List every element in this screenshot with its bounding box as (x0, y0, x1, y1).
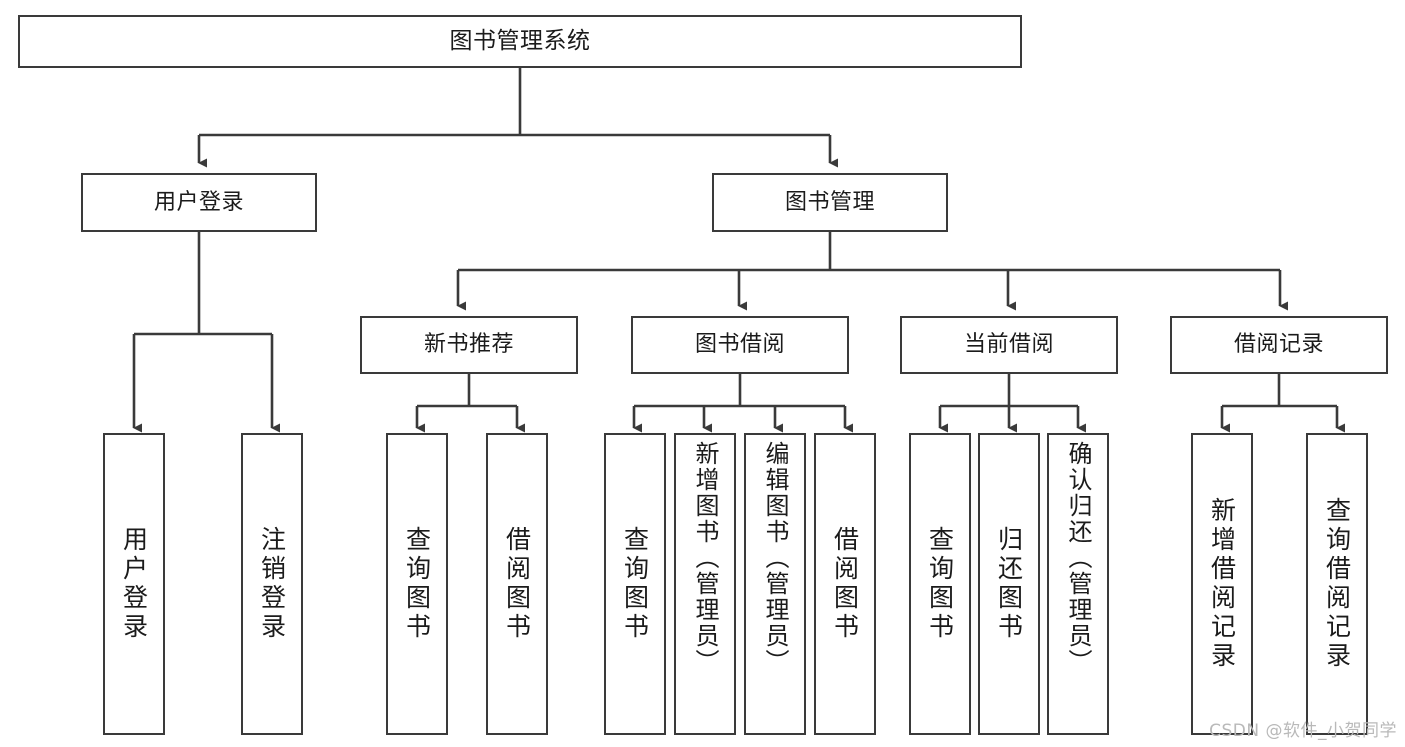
node-label: 借阅图书 (830, 526, 860, 642)
node-label: 用户登录 (153, 189, 244, 215)
leaf-confirm-return-admin[interactable]: 确认归还（管理员） (1047, 433, 1109, 735)
node-label: 确认归还（管理员） (1064, 441, 1092, 675)
leaf-borrow-book-recommendation[interactable]: 借阅图书 (486, 433, 548, 735)
node-book-management[interactable]: 图书管理 (712, 173, 948, 232)
node-label: 借阅图书 (502, 526, 532, 642)
node-label: 新增借阅记录 (1207, 497, 1237, 671)
node-current-borrowing[interactable]: 当前借阅 (900, 316, 1118, 374)
node-label: 查询图书 (620, 526, 650, 642)
node-label: 借阅记录 (1233, 332, 1324, 358)
leaf-logout-login[interactable]: 注销登录 (241, 433, 303, 735)
node-label: 用户登录 (119, 526, 149, 642)
node-label: 查询图书 (402, 526, 432, 642)
node-root-book-management-system[interactable]: 图书管理系统 (18, 15, 1022, 68)
node-label: 新书推荐 (423, 332, 514, 358)
leaf-query-book-recommendation[interactable]: 查询图书 (386, 433, 448, 735)
leaf-query-book-current[interactable]: 查询图书 (909, 433, 971, 735)
leaf-borrow-book-borrowing[interactable]: 借阅图书 (814, 433, 876, 735)
node-label: 编辑图书（管理员） (761, 441, 789, 675)
leaf-user-login[interactable]: 用户登录 (103, 433, 165, 735)
leaf-add-book-admin[interactable]: 新增图书（管理员） (674, 433, 736, 735)
node-label: 图书借阅 (694, 332, 785, 358)
node-borrowing-record[interactable]: 借阅记录 (1170, 316, 1388, 374)
leaf-add-borrow-record[interactable]: 新增借阅记录 (1191, 433, 1253, 735)
watermark-text: CSDN @软件_小贺同学 (1209, 721, 1397, 741)
node-label: 新增图书（管理员） (691, 441, 719, 675)
node-label: 注销登录 (257, 526, 287, 642)
node-label: 归还图书 (994, 526, 1024, 642)
node-label: 查询图书 (925, 526, 955, 642)
node-new-book-recommendation[interactable]: 新书推荐 (360, 316, 578, 374)
node-user-login[interactable]: 用户登录 (81, 173, 317, 232)
node-label: 图书管理系统 (449, 27, 591, 54)
node-label: 查询借阅记录 (1322, 497, 1352, 671)
leaf-edit-book-admin[interactable]: 编辑图书（管理员） (744, 433, 806, 735)
node-label: 图书管理 (784, 189, 875, 215)
node-label: 当前借阅 (963, 332, 1054, 358)
node-book-borrowing[interactable]: 图书借阅 (631, 316, 849, 374)
leaf-query-book-borrowing[interactable]: 查询图书 (604, 433, 666, 735)
leaf-return-book[interactable]: 归还图书 (978, 433, 1040, 735)
leaf-query-borrow-record[interactable]: 查询借阅记录 (1306, 433, 1368, 735)
